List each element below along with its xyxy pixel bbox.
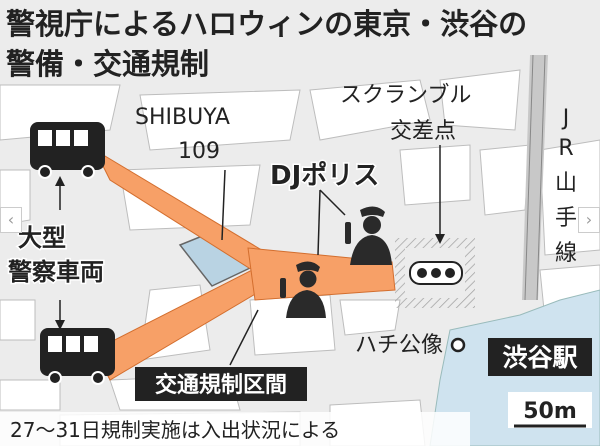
previous-image-button[interactable]: ‹ <box>0 207 22 233</box>
traffic-signal-icon <box>409 261 463 285</box>
footnote-background <box>0 412 470 446</box>
footnote-text: 27～31日規制実施は入出状況による <box>10 418 340 442</box>
next-image-button[interactable]: › <box>578 207 600 233</box>
label-vehicles-line2: 警察車両 <box>7 258 104 286</box>
scale-bar: 50m <box>508 392 592 428</box>
leader-arrowheads <box>55 176 445 330</box>
label-restriction-zone: 交通規制区間 <box>155 372 287 398</box>
label-shibuya-station: 渋谷駅 <box>502 343 577 372</box>
label-jr-yamanote-line: J R 山 手 線 <box>555 106 577 266</box>
dj-police-officer-icon <box>345 206 392 265</box>
label-dj-police: DJポリス <box>270 160 379 191</box>
police-bus-icon <box>40 328 115 385</box>
title-line-2: 警備・交通規制 <box>6 47 209 81</box>
label-jr-char: 山 <box>555 171 577 196</box>
label-scramble-line1: スクランブル <box>340 83 471 108</box>
jr-railway-line <box>522 54 548 301</box>
label-scramble-line2: 交差点 <box>390 119 456 144</box>
map-title: 警視庁によるハロウィンの東京・渋谷の 警備・交通規制 <box>6 7 527 81</box>
label-jr-char: R <box>558 136 573 161</box>
dj-police-officer-icon <box>280 261 326 318</box>
label-jr-char: J <box>561 106 570 131</box>
label-jr-char: 線 <box>555 241 577 266</box>
title-line-1: 警視庁によるハロウィンの東京・渋谷の <box>6 7 527 41</box>
label-hachiko-statue: ハチ公像 <box>355 333 443 358</box>
scale-bar-label: 50m <box>523 399 577 424</box>
station-label-box <box>488 338 592 376</box>
label-shibuya109-number: 109 <box>178 139 220 164</box>
restriction-zone-label-box <box>135 367 307 401</box>
label-jr-char: 手 <box>555 206 577 231</box>
hachiko-marker-icon <box>450 337 466 353</box>
label-shibuya109-name: SHIBUYA <box>135 105 230 130</box>
label-vehicles-line1: 大型 <box>18 224 66 252</box>
leader-lines <box>59 145 441 366</box>
police-bus-icon <box>30 122 105 179</box>
